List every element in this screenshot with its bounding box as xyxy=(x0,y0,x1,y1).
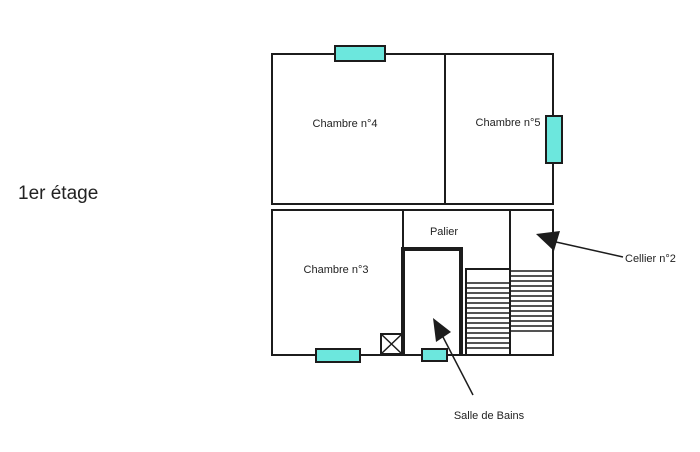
room-label-palier: Palier xyxy=(429,226,459,238)
staircase-icon xyxy=(465,268,552,355)
floor-title: 1er étage xyxy=(18,183,99,204)
window-icon-top xyxy=(334,45,386,62)
lower-block-walls xyxy=(271,209,554,356)
callout-label-cellier: Cellier n°2 xyxy=(625,253,676,265)
room-label-chambre3: Chambre n°3 xyxy=(303,264,369,276)
salle-de-bains-arrow-line xyxy=(442,336,474,396)
salle-de-bains-arrow xyxy=(433,318,474,396)
shaft-x-box-icon xyxy=(380,333,403,355)
window-icon-bottom-middle xyxy=(421,348,448,362)
salle-de-bains-walls xyxy=(401,247,463,355)
room-label-chambre4: Chambre n°4 xyxy=(312,118,378,130)
stair-steps-left-flight xyxy=(466,282,510,349)
shaft-cross xyxy=(380,333,403,355)
window-icon-bottom-left xyxy=(315,348,361,363)
stair-steps-right-flight xyxy=(511,270,552,332)
stairs-border xyxy=(465,268,510,355)
window-icon-right xyxy=(545,115,563,164)
callout-label-salle-de-bains: Salle de Bains xyxy=(453,410,525,422)
cellier-arrowhead-icon xyxy=(536,231,560,251)
cellier-arrow xyxy=(536,231,624,258)
exterior-wall-lower xyxy=(271,209,554,356)
cellier-arrow-line xyxy=(555,241,624,258)
salle-de-bains-arrowhead-icon xyxy=(433,318,451,342)
shaft-box xyxy=(380,333,403,355)
room-label-chambre5: Chambre n°5 xyxy=(475,117,541,129)
